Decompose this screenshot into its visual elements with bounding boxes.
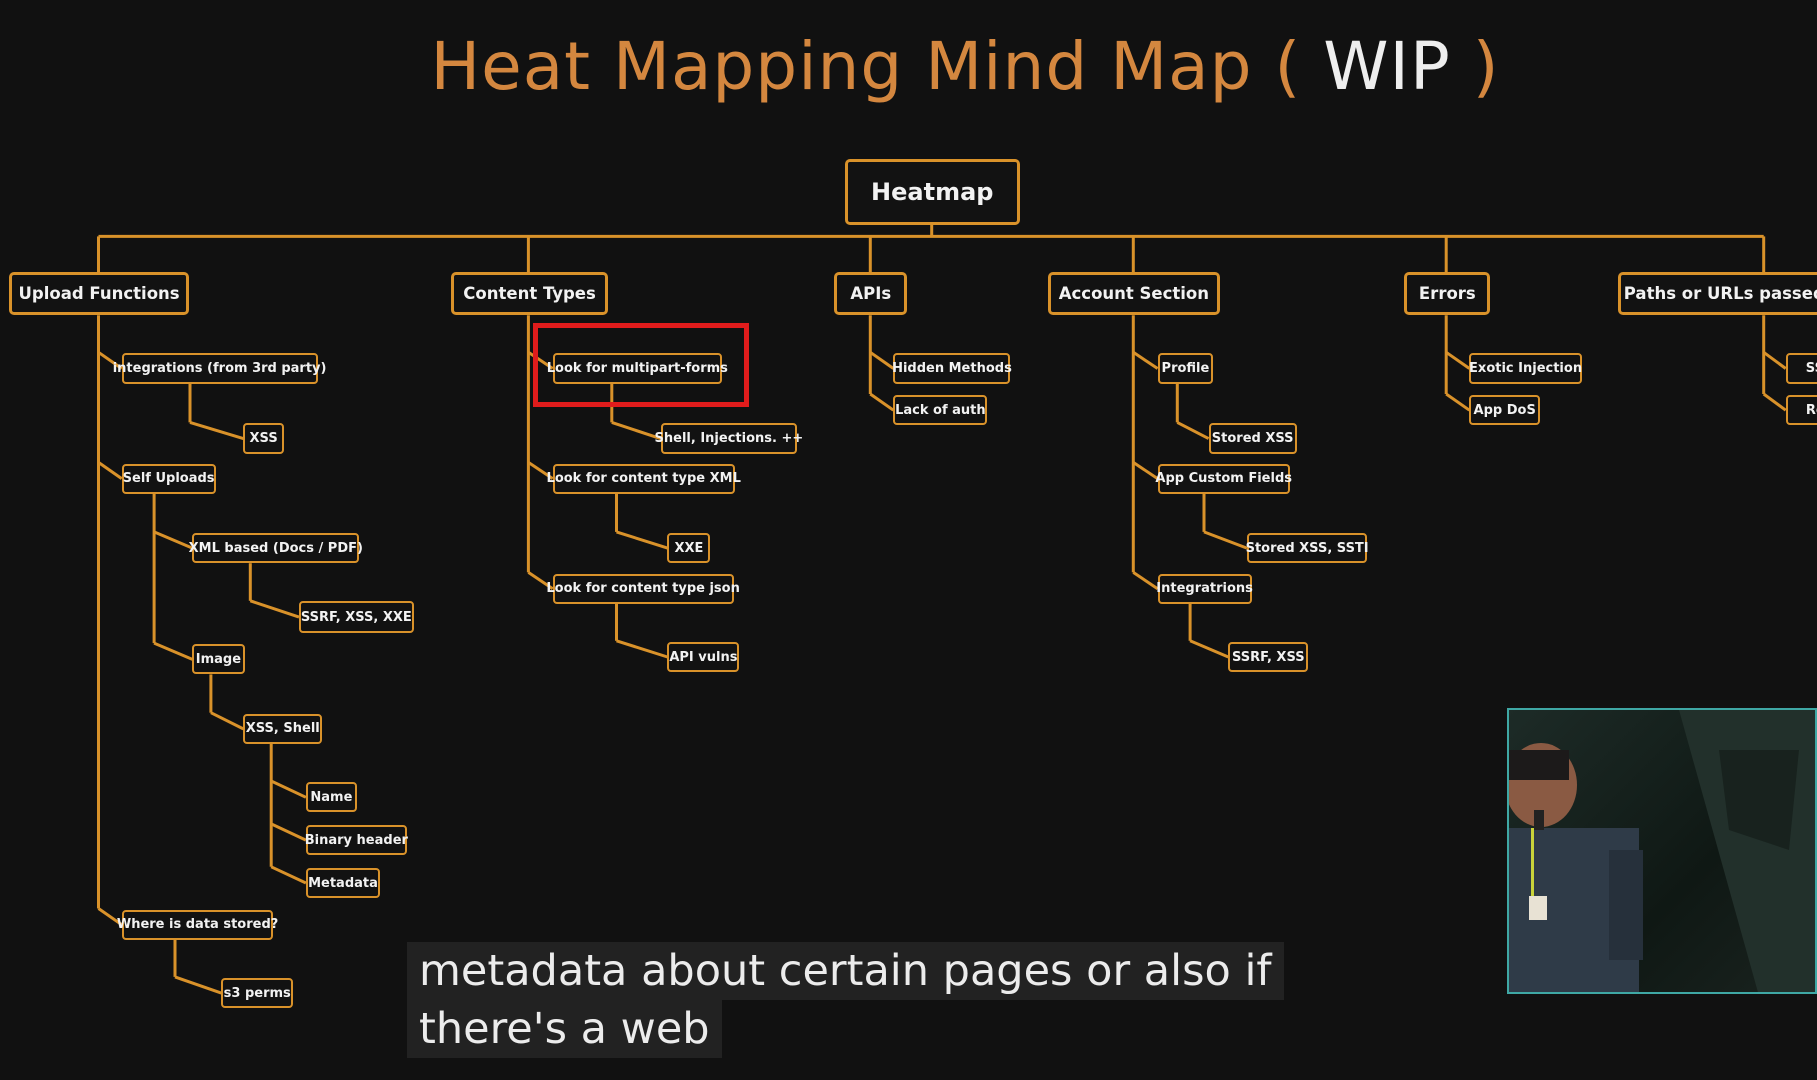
connector-line — [270, 865, 307, 885]
node-ssrf-xss: SSRF, XSS — [1228, 641, 1309, 673]
node-stored-xss-ssti: Stored XSS, SSTI — [1246, 533, 1369, 564]
connector-line — [153, 641, 193, 661]
node-metadata: Metadata — [305, 867, 381, 899]
connector-line — [1445, 392, 1471, 412]
node-stored-xss: Stored XSS — [1208, 422, 1297, 455]
connector-line — [527, 461, 554, 480]
node-profile: Profile — [1157, 353, 1214, 384]
connector-line — [1189, 639, 1229, 659]
title-paren-open: ( — [1252, 28, 1324, 105]
connector-line — [616, 530, 668, 550]
branch-errors: Errors — [1404, 272, 1491, 316]
connector-line — [270, 822, 307, 842]
connector-line — [616, 639, 668, 659]
node-xss: XSS — [243, 422, 284, 455]
node-shell-injections: Shell, Injections. ++ — [655, 422, 803, 455]
node-binary-header: Binary header — [305, 825, 408, 856]
branch-content-types: Content Types — [450, 272, 609, 316]
connector-line — [97, 907, 123, 926]
branch-account-section: Account Section — [1047, 272, 1221, 316]
node-api-vulns: API vulns — [667, 641, 740, 673]
branch-upload-functions: Upload Functions — [9, 272, 189, 316]
connector-line — [869, 392, 895, 412]
connector-line — [270, 779, 307, 799]
node-hidden-methods: Hidden Methods — [892, 353, 1012, 384]
node-integrations-from-3rd-party: integrations (from 3rd party) — [113, 353, 326, 384]
node-xss-shell: XSS, Shell — [243, 713, 323, 744]
node-look-for-content-type-json: Look for content type json — [546, 573, 740, 604]
node-xxe: XXE — [667, 533, 711, 564]
connector-line — [189, 420, 244, 441]
connector-line — [611, 420, 661, 441]
caption-line-1: metadata about certain pages or also if — [407, 942, 1284, 1000]
node-name: Name — [305, 782, 357, 813]
connector-line — [1132, 461, 1159, 480]
slide-title: Heat Mapping Mind Map ( WIP ) — [0, 28, 1817, 105]
connector-line — [1132, 571, 1159, 590]
node-app-custom-fields: App Custom Fields — [1155, 463, 1292, 494]
node-exotic-injection: Exotic Injection — [1469, 353, 1582, 384]
connector-line — [527, 351, 554, 370]
node-lack-of-auth: Lack of auth — [893, 395, 988, 426]
branch-paths-or-urls-passed: Paths or URLs passed — [1617, 272, 1817, 316]
caption-line-2: there's a web — [407, 1000, 722, 1058]
connector-line — [1762, 351, 1787, 370]
root-node-heatmap: Heatmap — [844, 158, 1020, 225]
connector-line — [1132, 351, 1159, 370]
node-ssrf-xss-xxe: SSRF, XSS, XXE — [298, 601, 414, 633]
connector-line — [1203, 530, 1248, 550]
node-ssr: SSR — [1785, 353, 1817, 384]
speaker-webcam — [1507, 708, 1817, 994]
connector-line — [97, 461, 123, 480]
connector-line — [1176, 421, 1210, 440]
connector-line — [1762, 392, 1787, 412]
title-paren-close: ) — [1450, 28, 1500, 105]
node-image: Image — [192, 644, 245, 675]
title-wip: WIP — [1323, 28, 1451, 105]
node-s3-perms: s3 perms — [221, 978, 294, 1009]
speaker-figure — [1509, 710, 1815, 992]
connector-line — [210, 711, 244, 731]
connector-line — [527, 571, 554, 590]
connector-line — [869, 351, 895, 370]
connector-line — [97, 351, 123, 370]
connector-line — [1445, 351, 1471, 370]
connector-line — [153, 530, 193, 550]
node-self-uploads: Self Uploads — [121, 463, 216, 494]
node-look-for-multipart-forms: Look for multipart-forms — [547, 353, 728, 384]
video-caption: metadata about certain pages or also if … — [407, 942, 1357, 1058]
highlight-box — [533, 323, 749, 407]
node-integratrions: Integratrions — [1156, 573, 1253, 604]
node-app-dos: App DoS — [1469, 395, 1541, 426]
node-where-is-data-stored: Where is data stored? — [117, 909, 278, 940]
node-look-for-content-type-xml: Look for content type XML — [547, 463, 741, 494]
connector-line — [174, 975, 222, 995]
node-red: Red — [1785, 395, 1817, 426]
branch-apis: APIs — [834, 272, 908, 316]
connector-line — [249, 599, 300, 619]
title-main: Heat Mapping Mind Map — [430, 28, 1253, 105]
node-xml-based-docs-pdf: XML based (Docs / PDF) — [189, 533, 363, 564]
